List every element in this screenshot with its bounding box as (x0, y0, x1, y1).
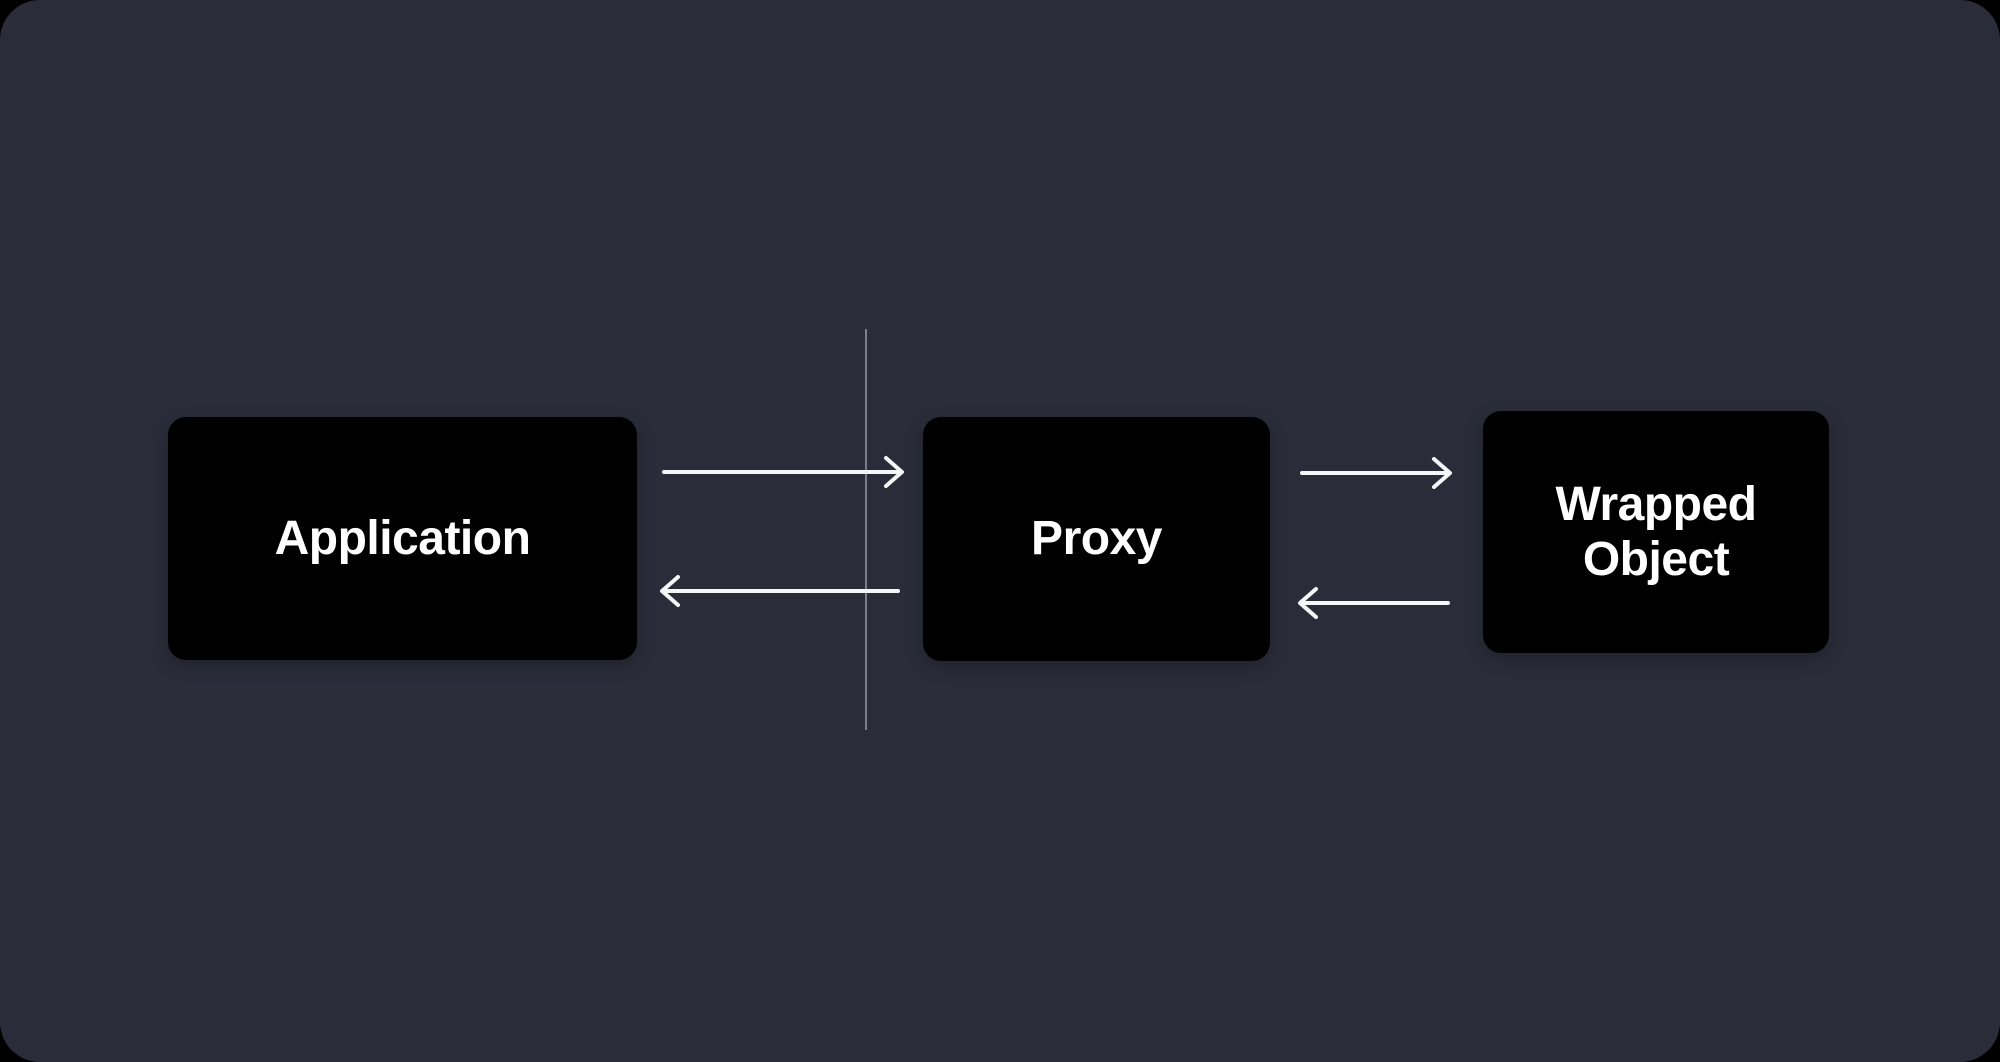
arrow-wrapped-to-proxy-icon (1298, 587, 1450, 619)
node-proxy-label: Proxy (1031, 512, 1162, 566)
node-wrapped-object: Wrapped Object (1483, 411, 1829, 653)
arrow-app-to-proxy-icon (662, 456, 904, 488)
divider-line (865, 329, 867, 730)
node-application: Application (168, 417, 637, 660)
node-wrapped-object-label: Wrapped Object (1555, 477, 1757, 586)
arrow-proxy-to-app-icon (660, 575, 900, 607)
node-proxy: Proxy (923, 417, 1270, 661)
arrow-proxy-to-wrapped-icon (1300, 457, 1452, 489)
node-application-label: Application (274, 511, 531, 565)
